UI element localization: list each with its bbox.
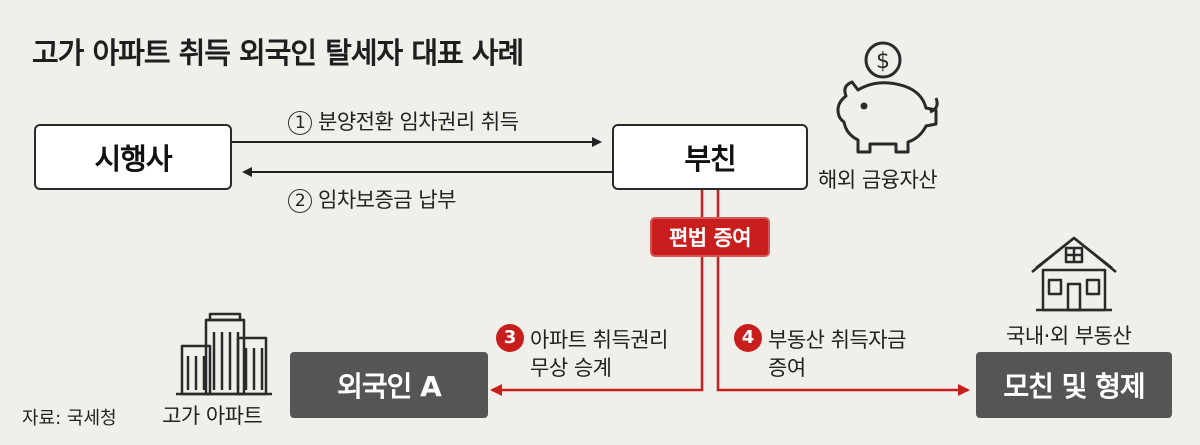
piggy-bank-icon: $ — [836, 41, 939, 154]
house-icon — [1031, 236, 1117, 312]
parent-label: 부친 — [684, 142, 736, 176]
developer-label: 시행사 — [94, 142, 172, 176]
family-label: 모친 및 형제 — [1003, 370, 1145, 403]
developer-box: 시행사 — [34, 124, 232, 190]
family-box: 모친 및 형제 — [976, 352, 1172, 418]
source-note: 자료: 국세청 — [22, 408, 117, 429]
illegal-gift-tag: 편법 증여 — [650, 217, 770, 257]
flow-4-number: 4 — [734, 324, 762, 352]
svg-text:$: $ — [876, 49, 890, 74]
flow-3-line2: 무상 승계 — [530, 356, 612, 380]
flow-4-line1: 부동산 취득자금 — [768, 328, 906, 352]
flow-2-text: 임차보증금 납부 — [318, 188, 456, 212]
page-title: 고가 아파트 취득 외국인 탈세자 대표 사례 — [32, 36, 524, 70]
foreigner-a-box: 외국인 A — [290, 352, 488, 418]
parent-box: 부친 — [612, 124, 808, 190]
flow-3-line1: 아파트 취득권리 — [530, 328, 668, 352]
flow-4-line2: 증여 — [768, 356, 806, 380]
apartment-caption: 고가 아파트 — [162, 404, 263, 428]
overseas-assets-caption: 해외 금융자산 — [818, 168, 938, 192]
foreigner-a-label: 외국인 A — [337, 370, 442, 403]
apartment-building-icon — [176, 312, 272, 396]
flow-1-number: 1 — [288, 111, 312, 135]
property-caption: 국내·외 부동산 — [1006, 324, 1132, 348]
flow-2-number: 2 — [288, 189, 312, 213]
flow-3-number: 3 — [496, 324, 524, 352]
flow-1-text: 분양전환 임차권리 취득 — [318, 110, 519, 134]
